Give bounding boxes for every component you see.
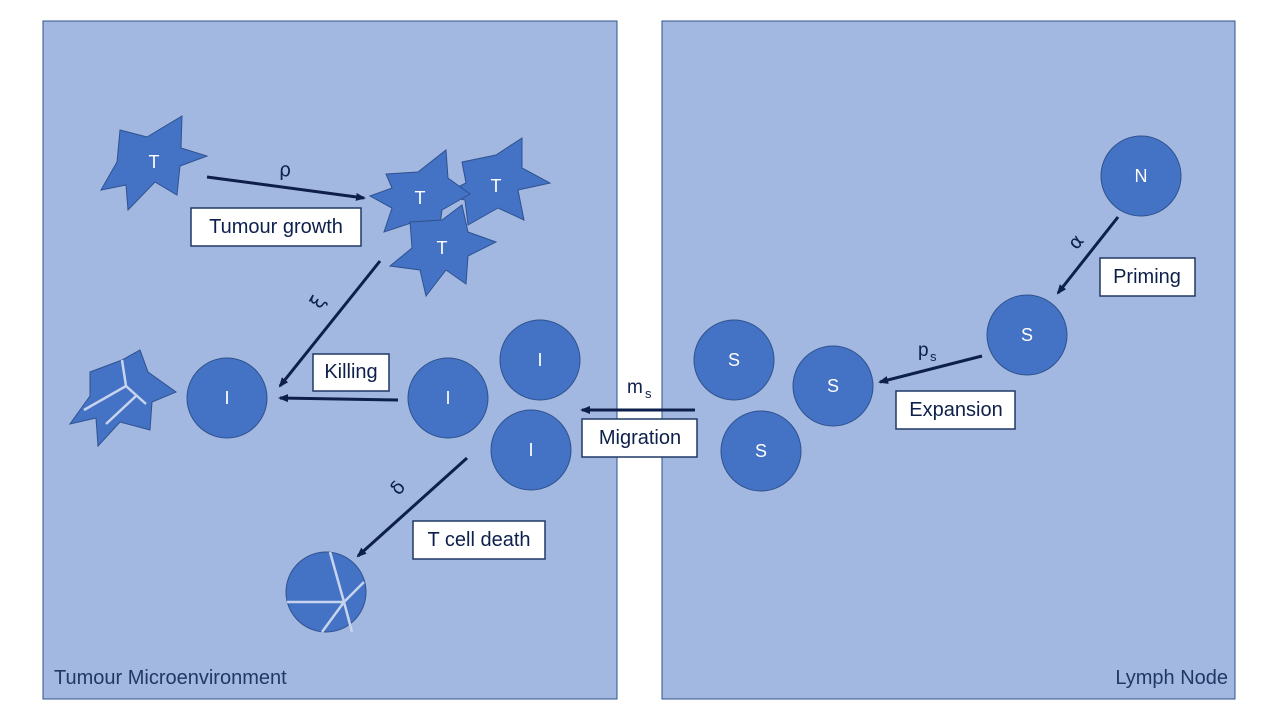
p-s-label: p s xyxy=(918,340,937,364)
svg-text:T: T xyxy=(437,238,448,258)
expansion-arrow xyxy=(878,354,983,384)
tumour-growth-box: Tumour growth xyxy=(190,207,362,247)
svg-text:I: I xyxy=(528,440,533,460)
t-cell-death-arrow xyxy=(356,456,469,558)
naive-cell: N xyxy=(1100,135,1182,217)
svg-text:T: T xyxy=(491,176,502,196)
svg-text:s: s xyxy=(645,386,652,401)
tumour-microenvironment-label: Tumour Microenvironment xyxy=(54,667,287,689)
stimulated-cell-primed: S xyxy=(986,294,1068,376)
svg-text:I: I xyxy=(445,388,450,408)
dead-t-cell xyxy=(285,551,367,633)
tumour-growth-arrow xyxy=(206,175,366,201)
tumour-cell-cluster-bottom: T xyxy=(388,204,498,298)
svg-text:S: S xyxy=(1021,325,1033,345)
svg-text:Expansion: Expansion xyxy=(909,399,1002,421)
immune-cell-killer: I xyxy=(186,357,268,439)
svg-text:m: m xyxy=(627,377,643,398)
immune-cell-1: I xyxy=(407,357,489,439)
m-s-label: m s xyxy=(627,377,652,401)
rho-label: ρ xyxy=(279,159,291,181)
priming-arrow xyxy=(1056,216,1120,295)
t-cell-death-box: T cell death xyxy=(412,520,546,560)
svg-text:T: T xyxy=(149,152,160,172)
immune-cell-2: I xyxy=(499,319,581,401)
svg-text:Migration: Migration xyxy=(599,427,681,449)
svg-text:T cell death: T cell death xyxy=(427,529,530,551)
svg-text:I: I xyxy=(537,350,542,370)
svg-text:Killing: Killing xyxy=(324,361,377,383)
killing-arrow-from-tumour xyxy=(278,260,382,388)
svg-text:S: S xyxy=(827,376,839,396)
migration-box: Migration xyxy=(581,418,698,458)
svg-text:I: I xyxy=(224,388,229,408)
immune-cell-3: I xyxy=(490,409,572,491)
priming-box: Priming xyxy=(1099,257,1196,297)
svg-text:Tumour growth: Tumour growth xyxy=(209,216,343,238)
tumour-cell-single: T xyxy=(100,115,209,212)
svg-text:N: N xyxy=(1135,166,1148,186)
svg-text:s: s xyxy=(930,349,937,364)
killing-box: Killing xyxy=(312,353,390,392)
killing-arrow-from-immune xyxy=(278,394,399,403)
svg-text:S: S xyxy=(728,350,740,370)
svg-text:T: T xyxy=(415,188,426,208)
svg-text:Priming: Priming xyxy=(1113,266,1181,288)
lymph-node-label: Lymph Node xyxy=(1115,667,1228,689)
expansion-box: Expansion xyxy=(895,390,1016,430)
killed-tumour-cell xyxy=(68,349,178,448)
stimulated-cell-bottom: S xyxy=(720,410,802,492)
svg-text:S: S xyxy=(755,441,767,461)
stimulated-cell-top: S xyxy=(693,319,775,401)
stimulated-cell-expanded: S xyxy=(792,345,874,427)
svg-text:p: p xyxy=(918,340,929,361)
